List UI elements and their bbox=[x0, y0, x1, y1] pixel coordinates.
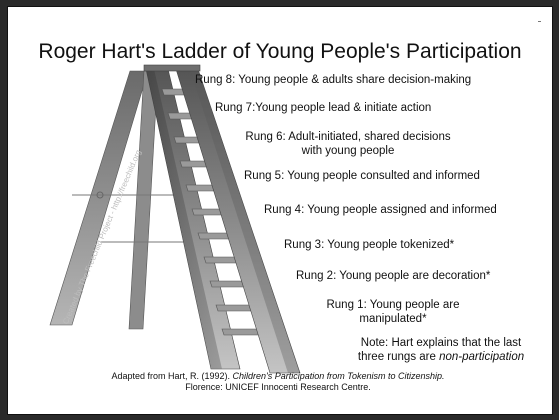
front-rail-left-side bbox=[146, 69, 222, 369]
note-line2: three rungs are non-participation bbox=[333, 350, 549, 364]
citation-book-title: Children's Participation from Tokenism t… bbox=[232, 371, 445, 381]
ladder-top-cap bbox=[143, 64, 201, 72]
rung-1-label: Rung 1: Young people are manipulated* bbox=[308, 298, 478, 326]
slide: Roger Hart's Ladder of Young People's Pa… bbox=[7, 6, 553, 415]
citation-prefix: Adapted from Hart, R. (1992). bbox=[111, 371, 233, 381]
rung-1-line1: Rung 1: Young people are bbox=[326, 299, 460, 311]
rung-2-label: Rung 2: Young people are decoration* bbox=[296, 270, 491, 282]
ladder-illustration bbox=[49, 64, 301, 374]
citation: Adapted from Hart, R. (1992). Children's… bbox=[28, 371, 528, 393]
rung-1-line2: manipulated* bbox=[359, 313, 427, 325]
rung-4-label: Rung 4: Young people assigned and inform… bbox=[264, 204, 497, 216]
rung-5-label: Rung 5: Young people consulted and infor… bbox=[244, 170, 480, 182]
note-line1: Note: Hart explains that the last bbox=[360, 337, 522, 349]
rung-8-label: Rung 8: Young people & adults share deci… bbox=[195, 74, 472, 86]
corner-mark bbox=[538, 21, 541, 22]
citation-line1: Adapted from Hart, R. (1992). Children's… bbox=[28, 371, 528, 382]
non-participation-note: Note: Hart explains that the last three … bbox=[333, 336, 549, 364]
rung-6-label: Rung 6: Adult-initiated, shared decision… bbox=[230, 130, 466, 158]
citation-publisher: Florence: UNICEF Innocenti Research Cent… bbox=[185, 382, 371, 392]
diagram-title: Roger Hart's Ladder of Young People's Pa… bbox=[38, 40, 522, 63]
rung-6-line2: with young people bbox=[301, 145, 395, 157]
rung-6-line1: Rung 6: Adult-initiated, shared decision… bbox=[245, 131, 451, 143]
note-line2-emphasis: non-participation bbox=[439, 351, 525, 363]
rung-3-label: Rung 3: Young people tokenized* bbox=[284, 239, 455, 251]
front-rail-right-side bbox=[190, 69, 300, 373]
note-line2-prefix: three rungs are bbox=[357, 351, 440, 363]
rung-7-label: Rung 7:Young people lead & initiate acti… bbox=[215, 102, 432, 114]
